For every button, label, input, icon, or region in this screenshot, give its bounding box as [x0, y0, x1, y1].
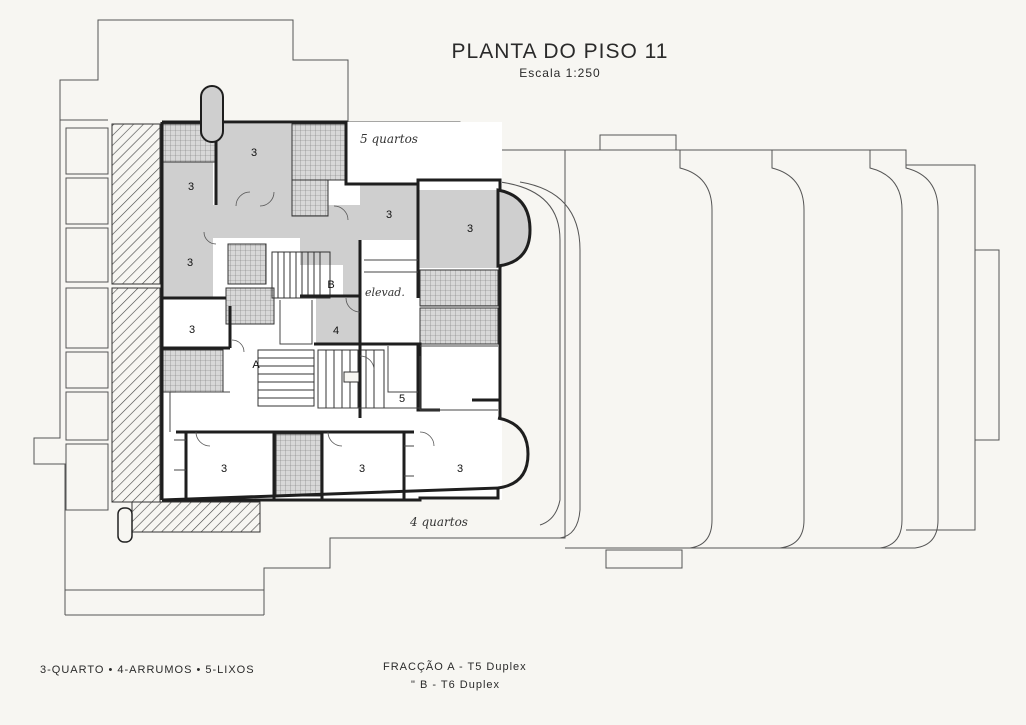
handwritten-note-bottom: 4 quartos: [410, 515, 468, 529]
fraction-a-label: A: [252, 359, 260, 371]
tower: [200, 85, 224, 143]
fraction-b-line: " B - T6 Duplex: [411, 679, 501, 691]
room-label: 3: [386, 209, 392, 221]
room-label: 3: [467, 223, 473, 235]
room-label: 3: [457, 463, 463, 475]
staircases: [257, 251, 385, 409]
trash-label: 5: [399, 393, 405, 405]
room-labels: 3 3 3 3 3 3 3 3 3 4 5 A B: [187, 147, 473, 475]
room-label: 3: [188, 181, 194, 193]
walls: [160, 120, 502, 502]
plan-title: PLANTA DO PISO 11: [451, 40, 669, 63]
room-label: 3: [359, 463, 365, 475]
room-label: 3: [187, 257, 193, 269]
room-label: 3: [221, 463, 227, 475]
outer-outline: [33, 19, 566, 616]
thin-lines: [169, 259, 498, 477]
gray-rooms: [163, 124, 502, 344]
apse-south: [497, 416, 530, 490]
fraction-legend: FRACÇÃO A - T5 Duplex " B - T6 Duplex: [383, 658, 527, 694]
legend: 3-QUARTO • 4-ARRUMOS • 5-LIXOS: [40, 664, 255, 676]
room-label: 3: [189, 324, 195, 336]
storage-label: 4: [333, 325, 339, 337]
left-pillar: [117, 507, 133, 543]
apse-room: [496, 188, 532, 268]
plan-scale: Escala 1:250: [519, 66, 601, 80]
bathrooms: [162, 123, 499, 497]
fraction-b-label: B: [327, 279, 334, 291]
room-label: 3: [251, 147, 257, 159]
balcony-rows: [65, 127, 109, 511]
handwritten-note-top: 5 quartos: [360, 132, 418, 146]
adjacent-buildings: [499, 134, 1000, 569]
fraction-a-line: FRACÇÃO A - T5 Duplex: [383, 661, 527, 673]
hatched-terraces: [111, 123, 261, 533]
handwritten-note-elevator: elevad.: [365, 286, 405, 299]
door-swings: [195, 191, 435, 447]
